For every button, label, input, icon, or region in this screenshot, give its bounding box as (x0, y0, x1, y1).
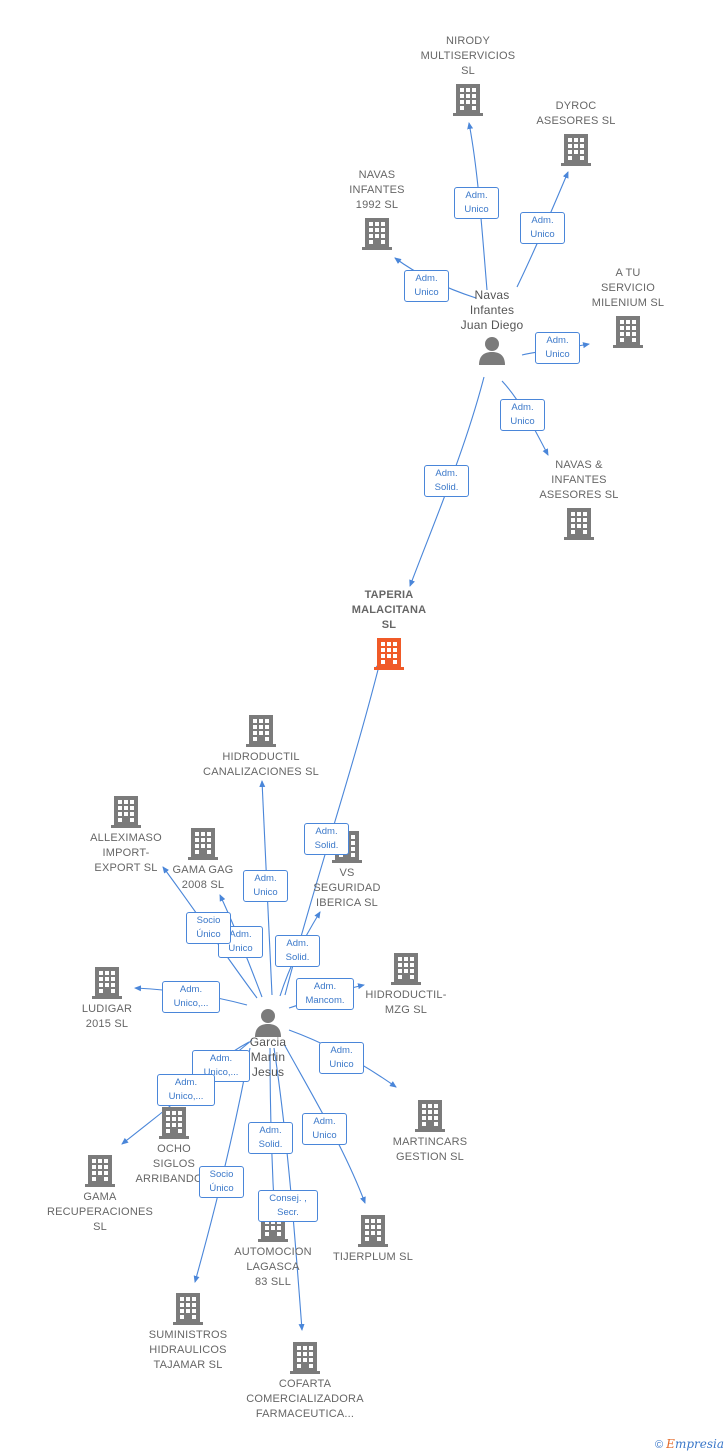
company-a-tu-servicio-label: A TU SERVICIO MILENIUM SL (591, 267, 665, 309)
company-alleximaso-label: ALLEXIMASO IMPORT- EXPORT SL (90, 832, 162, 874)
company-ludigar[interactable]: LUDIGAR 2015 SL (22, 962, 192, 1032)
building-icon (391, 953, 421, 985)
relation-label-hidro-mzg[interactable]: Adm. Mancom. (296, 978, 354, 1010)
relation-label-nirody[interactable]: Adm. Unico (454, 187, 499, 219)
person-garcia-label: Garcia Martin Jesus (249, 1035, 287, 1079)
company-dyroc-label: DYROC ASESORES SL (536, 100, 616, 127)
relation-label-navas-taperia[interactable]: Adm. Solid. (424, 465, 469, 497)
building-icon (564, 508, 594, 540)
relation-label-cofarta[interactable]: Consej. , Secr. (258, 1190, 318, 1222)
relation-label-martincars[interactable]: Adm. Unico (319, 1042, 364, 1074)
company-tijerplum-label: TIJERPLUM SL (332, 1251, 414, 1263)
person-navas-label: Navas Infantes Juan Diego (460, 288, 524, 332)
building-icon (613, 316, 643, 348)
company-ocho-siglos-label: OCHO SIGLOS ARRIBANDO... (135, 1143, 213, 1185)
company-martincars-label: MARTINCARS GESTION SL (392, 1136, 468, 1163)
company-navas-infantes-asesores-label: NAVAS & INFANTES ASESORES SL (539, 459, 619, 501)
company-cofarta-label: COFARTA COMERCIALIZADORA FARMACEUTICA... (246, 1378, 364, 1420)
company-vs-seguridad-label: VS SEGURIDAD IBERICA SL (313, 867, 381, 909)
relation-label-garcia-taperia[interactable]: Adm. Solid. (304, 823, 349, 855)
footer-brand: © Empresia (655, 1437, 724, 1451)
brand-first-letter: E (666, 1437, 675, 1451)
person-icon (479, 337, 505, 365)
company-gama-gag-label: GAMA GAG 2008 SL (172, 864, 234, 891)
building-icon (111, 796, 141, 828)
building-icon (290, 1342, 320, 1374)
company-ocho-siglos[interactable]: OCHO SIGLOS ARRIBANDO... (89, 1102, 259, 1187)
building-icon (188, 828, 218, 860)
company-taperia[interactable]: TAPERIA MALACITANA SL (304, 588, 474, 673)
building-icon (561, 134, 591, 166)
brand-rest: mpresia (674, 1437, 724, 1451)
company-gama-gag[interactable]: GAMA GAG 2008 SL (118, 823, 288, 893)
building-icon (92, 967, 122, 999)
company-gama-recuperaciones-label: GAMA RECUPERACIONES SL (46, 1191, 154, 1233)
relation-label-ludigar[interactable]: Adm. Unico,... (162, 981, 220, 1013)
company-ludigar-label: LUDIGAR 2015 SL (81, 1003, 133, 1030)
company-hidroductil-canalizaciones-label: HIDRODUCTIL CANALIZACIONES SL (203, 751, 319, 778)
relation-label-navas1992[interactable]: Adm. Unico (404, 270, 449, 302)
copyright-symbol: © (655, 1439, 664, 1451)
relation-label-gama-rec[interactable]: Adm. Unico,... (157, 1074, 215, 1106)
company-cofarta[interactable]: COFARTA COMERCIALIZADORA FARMACEUTICA... (220, 1337, 390, 1422)
company-suministros-hidraulicos[interactable]: SUMINISTROS HIDRAULICOS TAJAMAR SL (103, 1288, 273, 1373)
company-navas-1992[interactable]: NAVAS INFANTES 1992 SL (292, 168, 462, 253)
relation-label-automocion[interactable]: Adm. Solid. (248, 1122, 293, 1154)
building-icon (159, 1107, 189, 1139)
company-nirody[interactable]: NIRODY MULTISERVICIOS SL (383, 34, 553, 119)
building-icon (374, 638, 404, 670)
building-icon (173, 1293, 203, 1325)
person-navas[interactable]: Navas Infantes Juan Diego (407, 288, 577, 369)
company-dyroc[interactable]: DYROC ASESORES SL (491, 99, 661, 169)
relation-label-navasinf[interactable]: Adm. Unico (500, 399, 545, 431)
person-garcia[interactable]: Garcia Martin Jesus (183, 1005, 353, 1080)
building-icon (85, 1155, 115, 1187)
company-navas-infantes-asesores[interactable]: NAVAS & INFANTES ASESORES SL (494, 458, 664, 543)
relation-label-vs[interactable]: Adm. Solid. (275, 935, 320, 967)
building-icon (415, 1100, 445, 1132)
company-hidroductil-mzg-label: HIDRODUCTIL- MZG SL (365, 989, 447, 1016)
company-tijerplum[interactable]: TIJERPLUM SL (288, 1210, 458, 1265)
relation-label-suministros[interactable]: Socio Único (199, 1166, 244, 1198)
company-gama-recuperaciones[interactable]: GAMA RECUPERACIONES SL (15, 1150, 185, 1235)
brand-logo: Empresia (666, 1437, 724, 1451)
company-suministros-hidraulicos-label: SUMINISTROS HIDRAULICOS TAJAMAR SL (148, 1329, 228, 1371)
building-icon (453, 84, 483, 116)
company-nirody-label: NIRODY MULTISERVICIOS SL (420, 35, 516, 77)
company-a-tu-servicio[interactable]: A TU SERVICIO MILENIUM SL (543, 266, 713, 351)
relation-label-hidro-can[interactable]: Adm. Unico (243, 870, 288, 902)
person-icon (255, 1009, 281, 1037)
relation-label-dyroc[interactable]: Adm. Unico (520, 212, 565, 244)
relation-label-alleximaso[interactable]: Socio Único (186, 912, 231, 944)
company-navas-1992-label: NAVAS INFANTES 1992 SL (349, 169, 405, 211)
building-icon (246, 715, 276, 747)
relation-label-tijerplum[interactable]: Adm. Unico (302, 1113, 347, 1145)
building-icon (362, 218, 392, 250)
relation-label-atu[interactable]: Adm. Unico (535, 332, 580, 364)
company-martincars[interactable]: MARTINCARS GESTION SL (345, 1095, 515, 1165)
company-hidroductil-canalizaciones[interactable]: HIDRODUCTIL CANALIZACIONES SL (176, 710, 346, 780)
building-icon (358, 1215, 388, 1247)
company-alleximaso[interactable]: ALLEXIMASO IMPORT- EXPORT SL (41, 791, 211, 876)
company-automocion-lagasca-label: AUTOMOCION LAGASCA 83 SLL (234, 1246, 312, 1288)
company-hidroductil-mzg[interactable]: HIDRODUCTIL- MZG SL (321, 948, 491, 1018)
company-taperia-label: TAPERIA MALACITANA SL (351, 589, 427, 631)
